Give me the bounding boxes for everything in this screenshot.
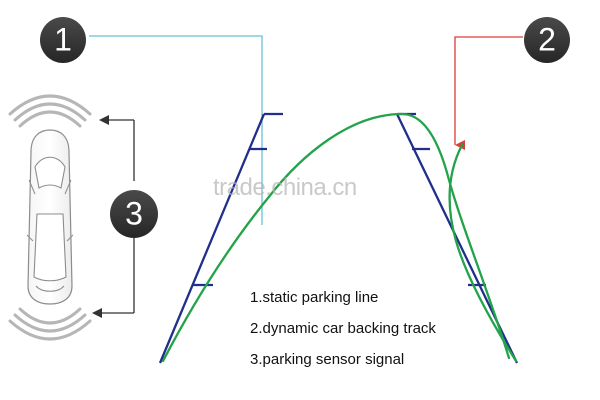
callout-2-badge-circle: [524, 17, 570, 63]
callout-1-badge-circle: [40, 17, 86, 63]
legend-item-static-parking-line: 1.static parking line: [250, 289, 379, 306]
callout-2-number: 2: [538, 21, 556, 57]
dynamic-backing-track: [161, 112, 518, 363]
callout-1-line: [89, 35, 263, 225]
callout-1: 1: [40, 17, 263, 225]
static-line-left: [158, 113, 266, 364]
callout-1-number: 1: [54, 21, 72, 57]
car-icon: [26, 129, 74, 305]
callout-3-badge-circle: [110, 190, 158, 238]
legend-item-dynamic-backing-track: 2.dynamic car backing track: [250, 320, 436, 337]
legend: 1.static parking line 2.dynamic car back…: [250, 282, 510, 375]
car-sensor-group: 3: [8, 94, 158, 341]
legend-item-parking-sensor-signal: 3.parking sensor signal: [250, 351, 405, 368]
front-sensor-waves-icon: [8, 94, 92, 128]
dynamic-track-main: [161, 112, 511, 363]
callout-3-number: 3: [125, 195, 143, 231]
dynamic-track-branch: [448, 143, 518, 363]
rear-sensor-waves-icon: [8, 307, 92, 341]
callout-2-line: [454, 36, 523, 150]
callout-2: 2: [454, 17, 570, 150]
